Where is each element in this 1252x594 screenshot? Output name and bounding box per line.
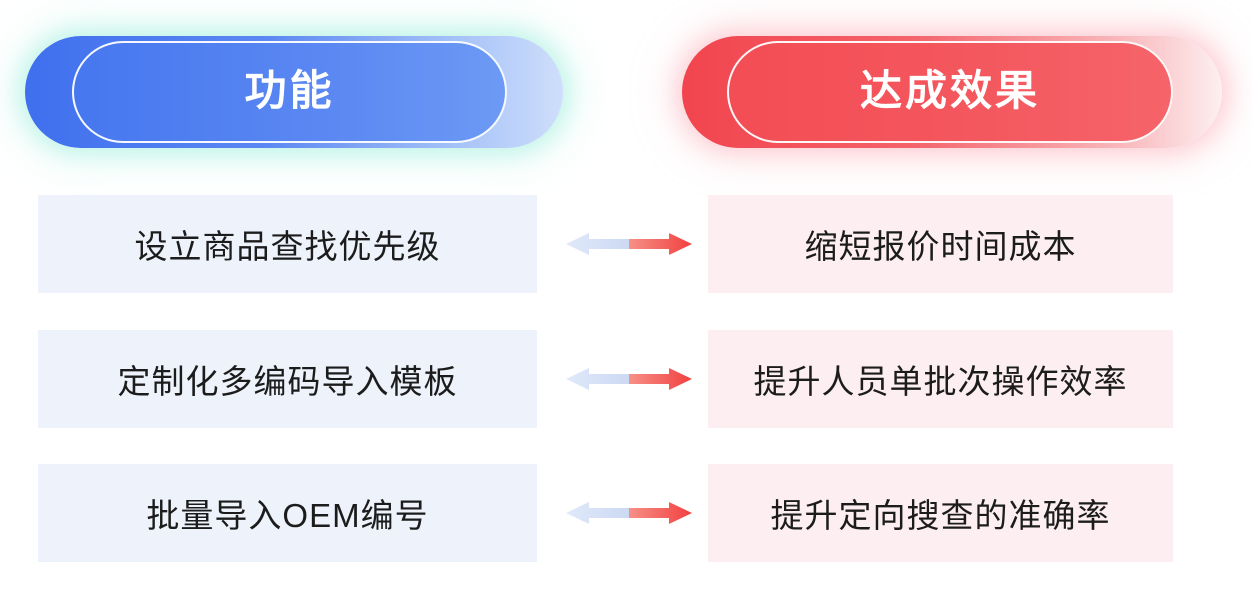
effects-header-pill: 达成效果 [727,41,1173,143]
function-item-3: 批量导入OEM编号 [38,464,537,562]
bidirectional-arrow-icon [566,502,692,524]
effect-item-1: 缩短报价时间成本 [708,195,1173,293]
effects-header-label: 达成效果 [859,67,1040,114]
bidirectional-arrow-icon [566,233,692,255]
effect-item-3: 提升定向搜查的准确率 [708,464,1173,562]
function-item-2: 定制化多编码导入模板 [38,330,537,428]
functions-header-pill: 功能 [72,41,507,143]
effect-item-2: 提升人员单批次操作效率 [708,330,1173,428]
bidirectional-arrow-icon [566,368,692,390]
function-item-1: 设立商品查找优先级 [38,195,537,293]
functions-header-label: 功能 [244,67,335,114]
